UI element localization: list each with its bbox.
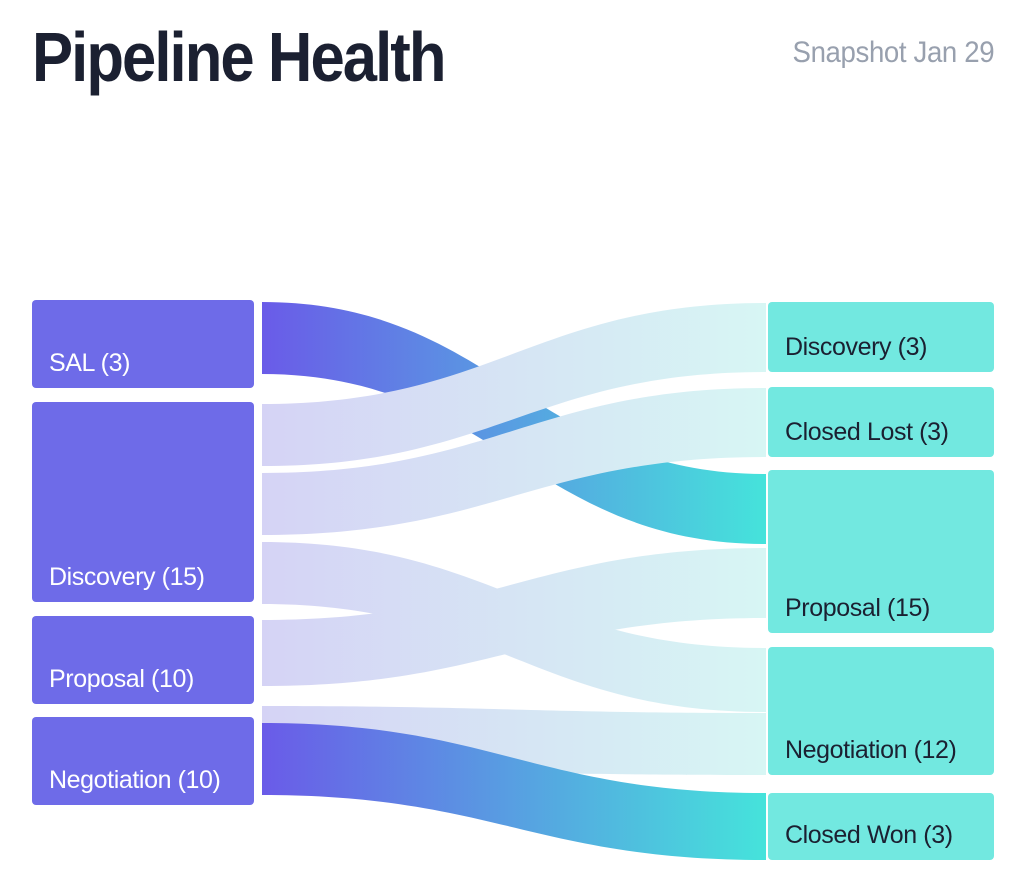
- sankey-node-t-closedwon[interactable]: [768, 793, 994, 860]
- sankey-link-discovery-to-closed-lost[interactable]: [262, 388, 766, 535]
- sankey-node-t-proposal[interactable]: [768, 470, 994, 633]
- sankey-node-label-t-proposal: Proposal (15): [785, 594, 930, 622]
- sankey-node-label-proposal: Proposal (10): [49, 665, 194, 693]
- snapshot-label: Snapshot Jan 29: [792, 36, 994, 69]
- sankey-link-negotiation-to-closed-won[interactable]: [262, 723, 766, 860]
- sankey-node-label-sal: SAL (3): [49, 349, 130, 377]
- sankey-node-t-closedlost[interactable]: [768, 387, 994, 457]
- sankey-labels: SAL (3) Discovery (15) Proposal (10) Negoti…: [49, 333, 957, 849]
- sankey-link-proposal-to-proposal[interactable]: [262, 548, 766, 686]
- sankey-link-discovery-to-discovery[interactable]: [262, 303, 766, 466]
- sankey-node-discovery[interactable]: [32, 402, 254, 602]
- sankey-link-sal-to-proposal[interactable]: [262, 302, 766, 544]
- sankey-node-negotiation[interactable]: [32, 717, 254, 805]
- sankey-node-proposal[interactable]: [32, 616, 254, 704]
- sankey-node-label-t-discovery: Discovery (3): [785, 333, 927, 361]
- sankey-node-t-negotiation[interactable]: [768, 647, 994, 775]
- sankey-node-label-t-closedlost: Closed Lost (3): [785, 418, 949, 446]
- sankey-node-sal[interactable]: [32, 300, 254, 388]
- sankey-node-label-t-closedwon: Closed Won (3): [785, 821, 953, 849]
- sankey-nodes: [32, 300, 994, 860]
- sankey-node-label-negotiation: Negotiation (10): [49, 766, 220, 794]
- sankey-node-label-discovery: Discovery (15): [49, 563, 205, 591]
- page-title: Pipeline Health: [32, 18, 446, 96]
- sankey-node-t-discovery[interactable]: [768, 302, 994, 372]
- chart-header: Pipeline Health Snapshot Jan 29: [0, 0, 1026, 150]
- sankey-node-label-t-negotiation: Negotiation (12): [785, 736, 956, 764]
- sankey-links: [262, 302, 766, 860]
